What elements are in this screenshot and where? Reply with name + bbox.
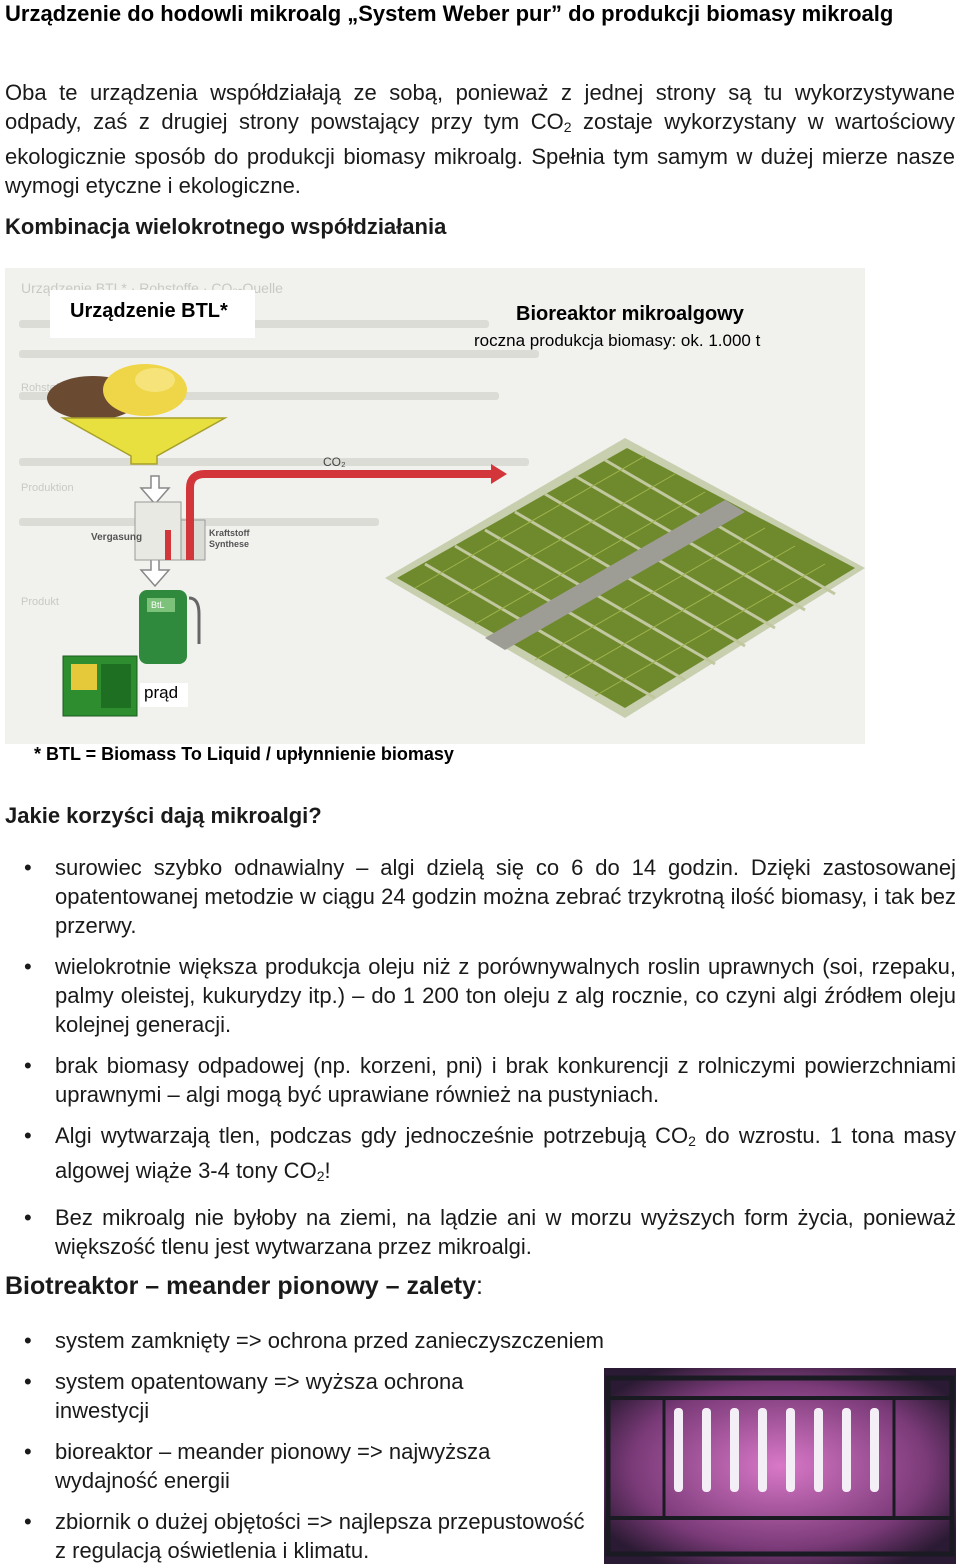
section-heading-bioreactor: Biotreaktor – meander pionowy – zalety:	[5, 1272, 483, 1300]
intro-paragraph: Oba te urządzenia współdziałają ze sobą,…	[5, 80, 955, 198]
svg-text:Kraftstoff: Kraftstoff	[209, 528, 250, 538]
benefits-list: surowiec szybko odnawialny – algi dzielą…	[24, 853, 956, 1261]
list-item: Algi wytwarzają tlen, podczas gdy jednoc…	[24, 1121, 956, 1191]
feedstock-icon	[47, 364, 187, 420]
bioreactor-label: Bioreaktor mikroalgowy	[516, 303, 744, 325]
page-title: Urządzenie do hodowli mikroalg „System W…	[5, 1, 894, 26]
list-item: system opatentowany => wyższa ochrona in…	[24, 1367, 535, 1425]
algae-bioreactor-panels	[385, 438, 865, 718]
btl-device-label: Urządzenie BTL*	[50, 290, 255, 338]
produktion-label: Produktion	[21, 482, 74, 494]
co2-arrow-icon	[491, 464, 507, 484]
funnel-icon	[60, 417, 228, 465]
list-item: zbiornik o dużej objętości => najlepsza …	[24, 1507, 585, 1565]
section-heading-combination: Kombinacja wielokrotnego współdziałania	[5, 214, 447, 239]
advantages-list: system zamknięty => ochrona przed zaniec…	[24, 1326, 956, 1565]
production-label: roczna produkcja biomasy: ok. 1.000 t	[474, 331, 761, 350]
fuel-tank-icon: BtL	[139, 590, 201, 664]
co2-label: CO₂	[323, 455, 346, 469]
btl-bioreactor-diagram: Urządzenie BTL* · Rohstoffe · CO₂-Quelle…	[5, 268, 871, 744]
electricity-label: prąd	[140, 683, 188, 707]
generator-icon	[62, 655, 138, 717]
bioreactor-photo-graphic	[604, 1368, 956, 1564]
svg-text:Synthese: Synthese	[209, 539, 249, 549]
list-item: bioreaktor – meander pionowy => najwyższ…	[24, 1437, 555, 1495]
bioreactor-photo	[604, 1368, 956, 1564]
svg-text:BtL: BtL	[151, 600, 165, 610]
produkt-label: Produkt	[21, 596, 59, 608]
diagram-graphics: Vergasung Kraftstoff Synthese CO₂ BtL	[19, 320, 865, 718]
list-item: system zamknięty => ochrona przed zaniec…	[24, 1326, 956, 1355]
btl-footnote: * BTL = Biomass To Liquid / upłynnienie …	[34, 744, 454, 764]
list-item: brak biomasy odpadowej (np. korzeni, pni…	[24, 1051, 956, 1109]
svg-text:Vergasung: Vergasung	[91, 532, 142, 543]
list-item: Bez mikroalg nie byłoby na ziemi, na ląd…	[24, 1203, 956, 1261]
list-item: wielokrotnie większa produkcja oleju niż…	[24, 952, 956, 1039]
list-item: surowiec szybko odnawialny – algi dzielą…	[24, 853, 956, 940]
section-heading-benefits: Jakie korzyści dają mikroalgi?	[5, 803, 322, 828]
